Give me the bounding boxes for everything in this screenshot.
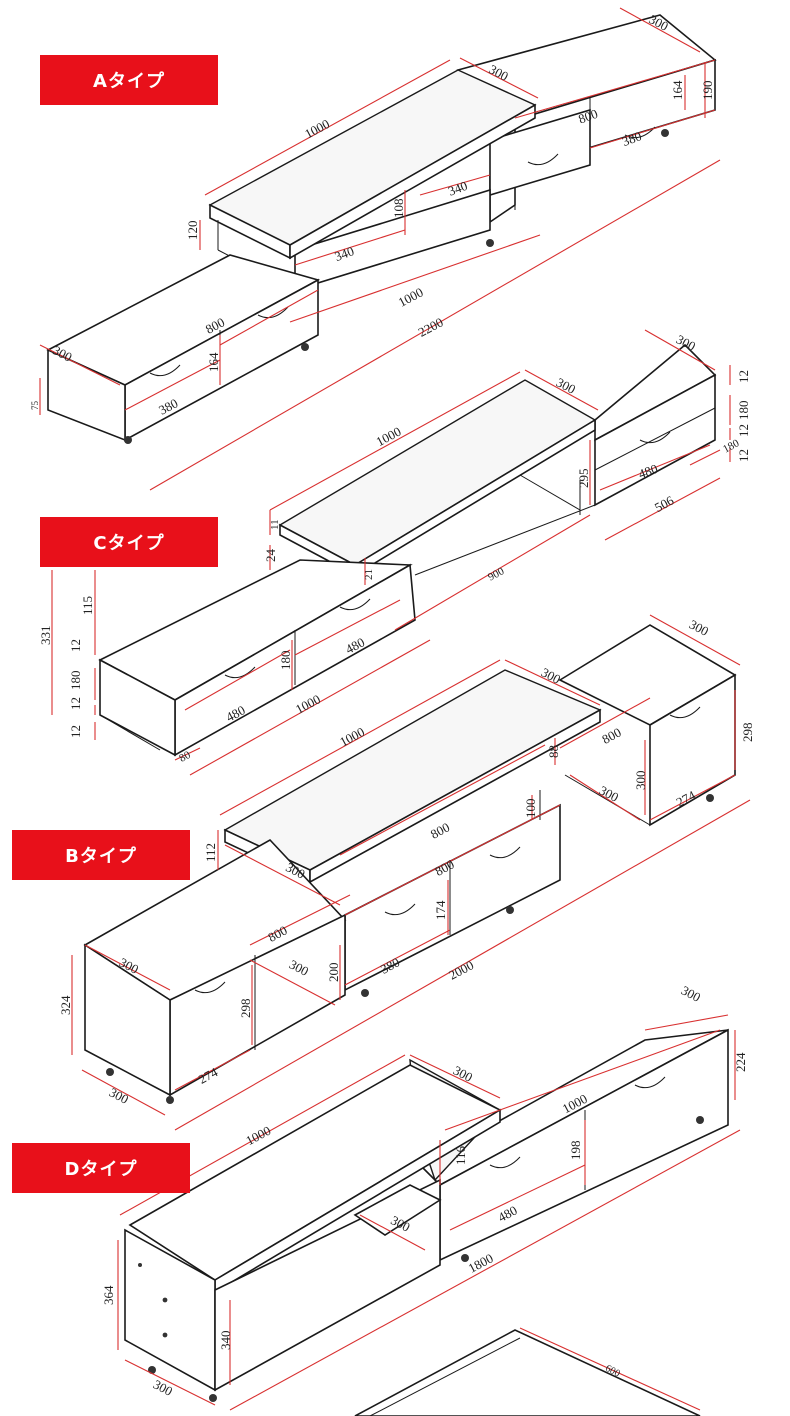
dim-label: 380: [620, 128, 643, 149]
type-b-label: Bタイプ: [12, 830, 190, 880]
dim-label: 300: [633, 771, 648, 791]
dim-label: 1000: [302, 116, 332, 141]
dim-label: 12: [736, 424, 751, 437]
dim-label: 300: [554, 374, 578, 396]
dim-label: 300: [687, 616, 711, 638]
dim-label: 180: [278, 651, 293, 671]
dim-label: 300: [539, 664, 563, 686]
dim-label: 116: [453, 1145, 468, 1165]
dim-label: 12: [736, 449, 751, 462]
type-c-dimension-labels: 300 300 1000 12 180 12 12 180 295 480 50…: [38, 331, 751, 764]
dim-label: 100: [523, 799, 538, 819]
dim-label: 180: [736, 401, 751, 421]
dim-label: 300: [679, 982, 703, 1004]
dim-label: 2000: [446, 957, 476, 982]
dim-label: 300: [151, 1376, 175, 1398]
dim-label: 164: [206, 352, 221, 372]
dim-label: 298: [740, 723, 755, 743]
dim-label: 21: [363, 569, 375, 580]
dim-label: 295: [576, 469, 591, 489]
dim-label: 164: [670, 80, 685, 100]
dim-label: 88: [546, 745, 561, 758]
dim-label: 900: [486, 565, 507, 584]
dim-label: 300: [597, 782, 621, 804]
type-d-drawing: [117, 1014, 741, 1416]
dim-label: 198: [568, 1141, 583, 1161]
dim-label: 340: [218, 1331, 233, 1351]
dim-label: 298: [238, 999, 253, 1019]
dim-label: 324: [58, 995, 73, 1015]
dim-label: 1000: [373, 424, 403, 449]
type-c-label: Cタイプ: [40, 517, 218, 567]
dim-label: 12: [68, 725, 83, 738]
dim-label: 1000: [243, 1123, 273, 1148]
dim-label: 340: [333, 243, 356, 264]
type-a-dimension-labels: 300 300 1000 164 190 800 380 340 108 120…: [30, 11, 715, 417]
dim-label: 364: [101, 1285, 116, 1305]
dim-label: 224: [733, 1052, 748, 1072]
dim-label: 24: [263, 549, 278, 563]
dim-label: 12: [68, 697, 83, 710]
dim-label: 108: [391, 199, 406, 219]
dim-label: 340: [446, 178, 469, 199]
dim-label: 200: [326, 963, 341, 983]
dim-label: 12: [736, 370, 751, 383]
dim-label: 300: [451, 1062, 475, 1084]
dim-label: 1000: [337, 724, 367, 749]
type-a-label: Aタイプ: [40, 55, 218, 105]
dim-label: 800: [576, 106, 599, 127]
dim-label: 331: [38, 626, 53, 646]
type-c-drawing: [51, 329, 731, 776]
dim-label: 1000: [396, 284, 426, 309]
dim-label: 190: [700, 81, 715, 101]
dim-label: 800: [599, 724, 623, 746]
dim-label: 300: [107, 1084, 131, 1106]
dim-label: 112: [203, 843, 218, 862]
dim-label: 800: [428, 819, 452, 841]
dim-label: 180: [68, 671, 83, 691]
dim-label: 174: [433, 900, 448, 920]
type-d-label: Dタイプ: [12, 1143, 190, 1193]
dim-label: 506: [652, 492, 677, 515]
type-b-drawing: [71, 614, 751, 1131]
dim-label: 480: [636, 461, 659, 482]
dim-label: 1000: [293, 691, 323, 716]
dim-label: 12: [68, 639, 83, 652]
dim-label: 75: [30, 401, 40, 411]
dim-label: 115: [80, 596, 95, 615]
dim-label: 2200: [416, 314, 446, 339]
dim-label: 11: [269, 519, 281, 530]
type-a-drawing: [39, 7, 721, 491]
dim-label: 120: [185, 221, 200, 241]
